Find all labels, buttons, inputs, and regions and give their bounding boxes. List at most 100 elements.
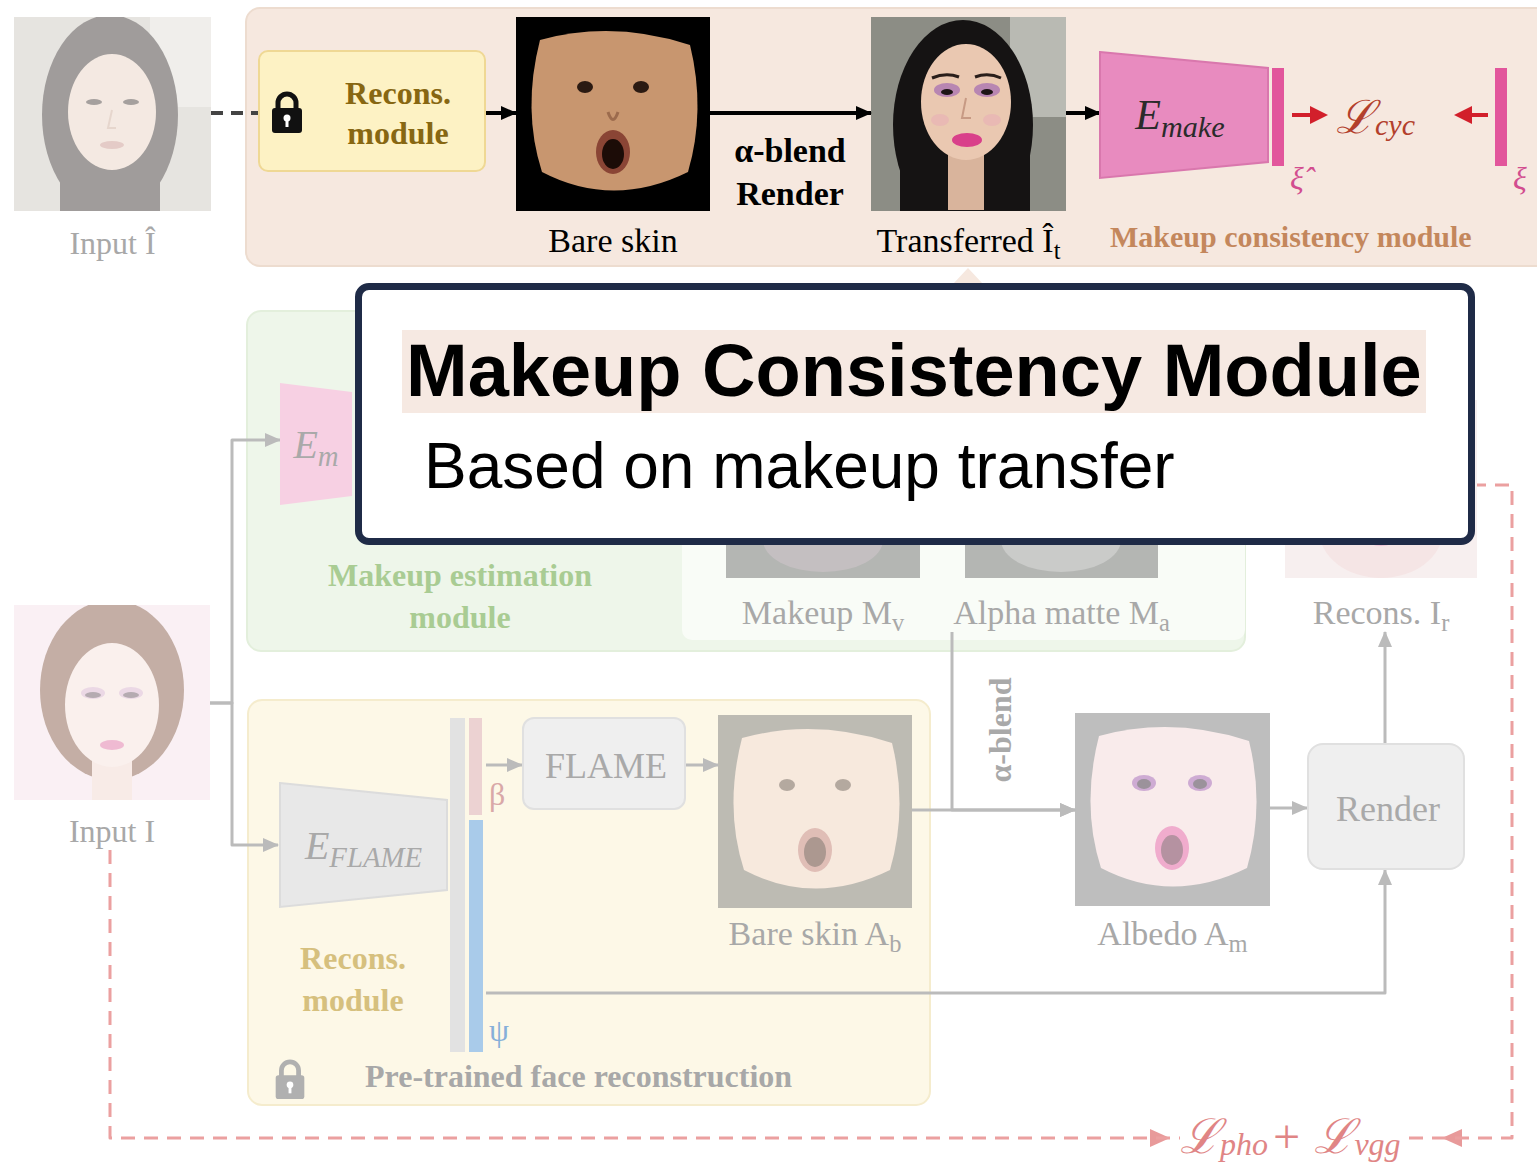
shape-part bbox=[1100, 52, 1268, 178]
symbol-label: β bbox=[489, 776, 505, 812]
label-holder: β bbox=[489, 776, 505, 813]
label-holder: + ℒ bbox=[1270, 1102, 1354, 1167]
symbol-label: ξ bbox=[1513, 160, 1527, 196]
node-text: Render bbox=[1336, 789, 1440, 829]
symbol-label: ℒ bbox=[1180, 1110, 1220, 1163]
symbol-label: vgg bbox=[1354, 1126, 1400, 1162]
lock-icon bbox=[272, 94, 302, 133]
text-holder: Recons. module bbox=[278, 938, 428, 1021]
symbol-label: cyc bbox=[1375, 108, 1415, 141]
label-holder: ψ bbox=[489, 1012, 509, 1049]
node-text: Bare skin bbox=[548, 222, 677, 259]
image-caption: Input Î bbox=[69, 225, 155, 262]
image-panel: Input I bbox=[14, 605, 210, 850]
encoder-trapezoid: Em bbox=[280, 383, 352, 505]
text-area: Em bbox=[280, 383, 352, 505]
text-line: Em bbox=[293, 421, 338, 468]
connector-group bbox=[110, 113, 1512, 1138]
callout-box: Makeup Consistency ModuleBased on makeup… bbox=[355, 283, 1475, 545]
text-area: EFLAME bbox=[280, 783, 447, 907]
subscript-text: r bbox=[1441, 609, 1449, 636]
symbol-label: pho bbox=[1220, 1126, 1268, 1162]
lock-icon bbox=[270, 90, 304, 134]
subscript-text: v bbox=[892, 609, 904, 636]
transferred-photo bbox=[871, 17, 1066, 211]
shape-part bbox=[469, 718, 482, 815]
connector bbox=[110, 485, 1512, 1138]
image-panel: Bare skin bbox=[516, 17, 710, 211]
subscript-text: a bbox=[1159, 609, 1170, 636]
text-line: EFLAME bbox=[305, 822, 422, 869]
text-area: Emake bbox=[1100, 52, 1260, 178]
connector bbox=[912, 809, 1075, 812]
label-holder: pho bbox=[1220, 1126, 1268, 1163]
edge-label-holder: α-blend Render bbox=[705, 130, 875, 215]
connector bbox=[686, 764, 718, 767]
connector bbox=[211, 111, 258, 115]
node-text: Bare skin A bbox=[729, 915, 890, 952]
connector bbox=[210, 703, 278, 845]
edge-label: α-blend bbox=[982, 678, 1018, 783]
node-text: Alpha matte M bbox=[953, 594, 1159, 631]
image-caption: Input I bbox=[69, 813, 155, 850]
label-holder: ℒ bbox=[1336, 84, 1374, 146]
text-line: FLAME bbox=[545, 745, 667, 787]
connector bbox=[1384, 632, 1387, 743]
text-holder: Makeup Consistency Module bbox=[402, 330, 1426, 413]
image-caption: Makeup Mv bbox=[742, 594, 904, 632]
node-text: E bbox=[293, 422, 317, 467]
edge-label: α-blend Render bbox=[734, 132, 846, 212]
text-area: FLAME bbox=[524, 719, 688, 812]
subscript-text: FLAME bbox=[329, 841, 422, 873]
node-text: Makeup M bbox=[742, 594, 892, 631]
node-text: E bbox=[1135, 92, 1161, 138]
node-text: Albedo A bbox=[1097, 915, 1228, 952]
label-holder: vgg bbox=[1354, 1126, 1400, 1163]
module-band: Recons. modulePre-trained face reconstru… bbox=[248, 700, 930, 1105]
symbol-label: ℒ bbox=[1336, 92, 1374, 143]
node-text: Recons. module bbox=[300, 940, 406, 1018]
connector bbox=[1066, 111, 1100, 115]
edge-label-holder: α-blend bbox=[982, 678, 1019, 783]
shape-part bbox=[450, 718, 465, 1052]
label-holder: ℒ bbox=[1180, 1102, 1220, 1167]
encoder-trapezoid: Emake bbox=[1100, 52, 1270, 178]
subscript-text: make bbox=[1161, 110, 1225, 144]
process-box: FLAME bbox=[522, 717, 686, 810]
subscript-text: b bbox=[889, 930, 901, 957]
bare-skin-picture bbox=[516, 17, 710, 211]
node-text: Recons. module bbox=[345, 75, 451, 151]
node-text: Pre-trained face reconstruction bbox=[365, 1058, 792, 1094]
image-caption: Bare skin bbox=[548, 222, 677, 260]
symbol-label: ξ̂ bbox=[1290, 160, 1304, 196]
image-panel: Transferred Ît bbox=[871, 17, 1066, 211]
text-area: Recons. module bbox=[312, 56, 484, 170]
text-holder: Makeup estimation module bbox=[295, 555, 625, 638]
node-text: Input Î bbox=[69, 225, 155, 261]
text-holder: Pre-trained face reconstruction bbox=[365, 1058, 792, 1095]
node-text: Makeup consistency module bbox=[1110, 220, 1472, 253]
connector bbox=[486, 870, 1385, 993]
node-text: E bbox=[305, 823, 329, 868]
module-box: Recons. module bbox=[258, 50, 486, 172]
subscript-text: m bbox=[318, 440, 339, 472]
image-caption: Recons. Ir bbox=[1313, 594, 1450, 632]
text-holder: Makeup consistency module bbox=[1110, 220, 1472, 254]
connector bbox=[486, 764, 522, 767]
module-band-shape bbox=[246, 8, 1537, 266]
label-holder: ξ bbox=[1513, 160, 1527, 197]
node-text: Makeup estimation module bbox=[328, 557, 592, 635]
module-band-shape bbox=[248, 700, 930, 1105]
shape-part bbox=[280, 783, 447, 907]
connector bbox=[952, 632, 1075, 810]
connector bbox=[210, 440, 280, 703]
input-photo bbox=[14, 17, 211, 211]
node-text: Based on makeup transfer bbox=[424, 430, 1175, 502]
shape-part bbox=[469, 820, 483, 1052]
node-text: Recons. I bbox=[1313, 594, 1441, 631]
node-text: FLAME bbox=[545, 746, 667, 786]
label-holder: cyc bbox=[1375, 108, 1415, 142]
text-holder: Based on makeup transfer bbox=[424, 430, 1175, 504]
